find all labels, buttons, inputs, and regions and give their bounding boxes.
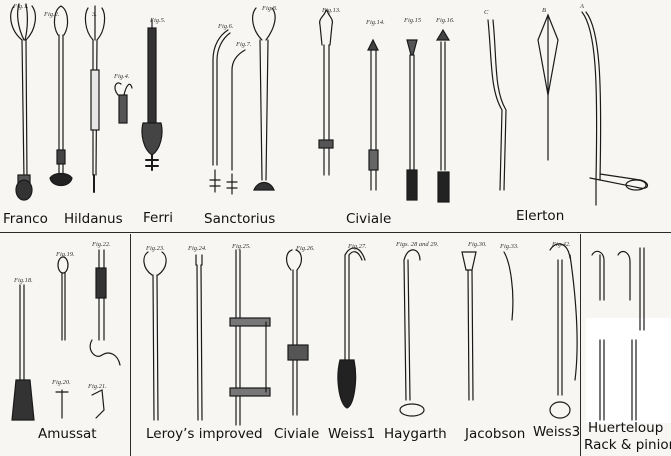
label-ferri: Ferri — [143, 210, 173, 226]
civiale-fig13-instrument — [318, 9, 334, 176]
fig-caption: Figs. 28 and 29. — [395, 241, 439, 248]
civiale-bottom-instrument — [286, 249, 309, 416]
fig-caption: Fig.19. — [55, 251, 75, 258]
civiale-fig15-instrument — [406, 39, 418, 201]
fig-caption: Fig.42. — [551, 241, 571, 248]
amussat-fig22-instrument — [89, 249, 121, 366]
fig-caption: Fig.30. — [467, 241, 487, 248]
amussat-fig19-instrument — [57, 256, 69, 341]
fig-caption: C — [484, 9, 489, 16]
fig-caption: Fig.21. — [87, 383, 107, 390]
civiale-fig16-instrument — [435, 28, 451, 203]
fig-caption: B — [542, 7, 546, 14]
sanctorius-fig8-instrument — [252, 7, 276, 191]
label-haygarth: Haygarth — [384, 426, 447, 442]
fig-caption: Fig.18. — [13, 277, 33, 284]
label-amussat: Amussat — [38, 426, 97, 442]
label-leroy: Leroy’s improved — [146, 426, 263, 442]
fig-caption: Fig.27. — [347, 243, 367, 250]
weiss3-instrument — [549, 243, 578, 419]
fig-caption: Fig.16. — [435, 17, 455, 24]
label-weiss1: Weiss1 — [328, 426, 376, 442]
elerton-instrument — [487, 11, 649, 206]
column-divider — [130, 234, 131, 456]
leroy-fig23-instrument — [143, 251, 167, 421]
label-civiale-top: Civiale — [346, 211, 392, 227]
label-weiss3: Weiss3 — [533, 424, 581, 440]
fig-caption: Fig.25. — [231, 243, 251, 250]
heurteloup-instruments — [591, 247, 645, 421]
fig-caption: Fig.23. — [145, 245, 165, 252]
amussat-fig20-instrument — [55, 389, 69, 419]
fig-caption: Fig.1. — [12, 3, 29, 10]
fig-caption: Fig.13. — [321, 7, 341, 14]
ferri-instrument — [141, 19, 163, 171]
fig3-instrument — [84, 5, 106, 193]
row-divider — [0, 232, 671, 233]
leroy-fig25-instrument — [229, 249, 271, 426]
fig-caption: Fig.22. — [91, 241, 111, 248]
column-divider — [580, 234, 581, 456]
label-heurteloup: Huerteloup — [588, 420, 664, 436]
fig-caption: Fig.5. — [149, 17, 166, 24]
label-jacobson: Jacobson — [465, 426, 526, 442]
label-rack-pinion: Rack & pinion — [584, 437, 671, 453]
amussat-fig21-instrument — [91, 389, 105, 419]
fig-caption: 3. — [91, 11, 97, 18]
label-elerton: Elerton — [516, 208, 565, 224]
fig-caption: Fig.15 — [403, 17, 422, 24]
leroy-fig24-instrument — [195, 254, 203, 421]
label-hildanus: Hildanus — [64, 211, 123, 227]
fig-caption: Fig.26. — [295, 245, 315, 252]
sanctorius-fig7-instrument — [226, 49, 246, 195]
label-sanctorius: Sanctorius — [204, 211, 276, 227]
label-civiale-bottom: Civiale — [274, 426, 320, 442]
fig-caption: Fig.20. — [51, 379, 71, 386]
fig-caption: Fig.14. — [365, 19, 385, 26]
weiss1-instrument — [337, 247, 366, 409]
fig-caption: A — [579, 3, 584, 10]
fig-caption: Fig.33. — [499, 243, 519, 250]
haygarth-instrument — [399, 249, 425, 417]
fig-caption: Fig.7. — [235, 41, 252, 48]
hildanus-instrument — [49, 5, 73, 187]
amussat-fig18-instrument — [11, 284, 35, 421]
fig-caption: Fig.6. — [217, 23, 234, 30]
jacobson-instrument — [461, 251, 514, 401]
fig-caption: Fig.24. — [187, 245, 207, 252]
civiale-fig14-instrument — [367, 38, 379, 191]
fig-caption: Fig.8. — [261, 5, 278, 12]
fig4-instrument — [114, 82, 133, 124]
fig-caption: Fig.2. — [43, 11, 60, 18]
label-franco: Franco — [3, 211, 48, 227]
fig-caption: Fig.4. — [113, 73, 130, 80]
franco-instrument — [10, 3, 36, 201]
sanctorius-fig6-instrument — [209, 29, 231, 193]
